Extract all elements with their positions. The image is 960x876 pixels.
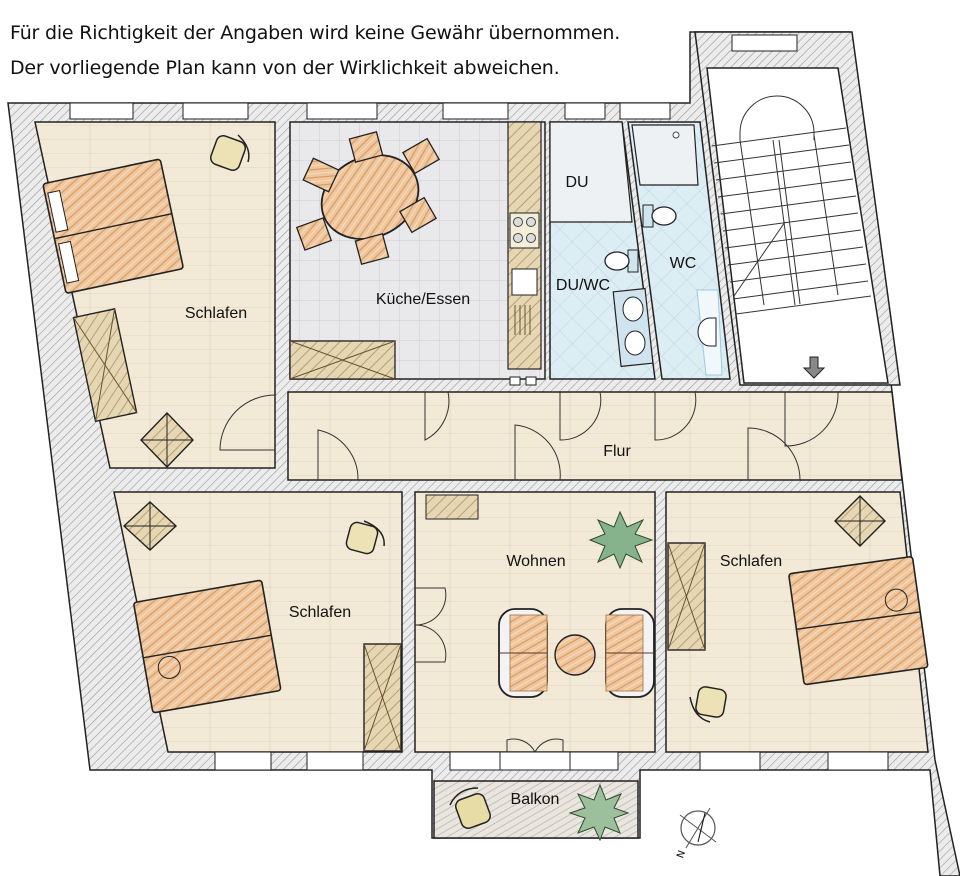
windows bbox=[69, 34, 889, 771]
nightstand-icon bbox=[834, 495, 886, 547]
sink-icon bbox=[511, 268, 538, 335]
nightstand-icon bbox=[140, 411, 194, 469]
room-bedroom-sw: Schlafen bbox=[113, 491, 403, 753]
chair-icon bbox=[302, 157, 340, 193]
room-hallway: Flur bbox=[287, 391, 903, 481]
room-label-bedroom-sw: Schlafen bbox=[289, 604, 351, 621]
room-bath: DU DU/WC bbox=[549, 121, 656, 380]
room-bedroom-se: Schlafen bbox=[665, 491, 929, 753]
room-label-bath: DU/WC bbox=[556, 277, 610, 294]
room-label-bedroom-nw: Schlafen bbox=[185, 305, 247, 322]
toilet-icon bbox=[604, 249, 639, 273]
toilet-icon bbox=[642, 204, 677, 228]
chair-icon bbox=[398, 196, 438, 234]
nightstand-icon bbox=[122, 501, 178, 551]
room-label-kitchen: Küche/Essen bbox=[376, 291, 470, 308]
wardrobe-icon bbox=[363, 643, 402, 752]
chair-icon bbox=[449, 787, 492, 830]
stairwell bbox=[706, 67, 889, 384]
chair-icon bbox=[345, 520, 385, 555]
plant-icon bbox=[588, 510, 654, 570]
dining-table-icon bbox=[320, 154, 420, 240]
sofa-icon bbox=[498, 608, 548, 698]
room-label-balcony: Balkon bbox=[511, 791, 560, 808]
plant-icon bbox=[568, 783, 630, 842]
hallway-doors bbox=[317, 391, 839, 481]
room-label-wc: WC bbox=[670, 255, 697, 272]
room-label-hallway: Flur bbox=[603, 443, 631, 460]
sofa-icon bbox=[605, 608, 655, 698]
room-label-shower: DU bbox=[565, 174, 588, 191]
coffee-table-icon bbox=[554, 634, 596, 676]
double-bed-icon bbox=[788, 556, 929, 686]
disclaimer-line-2: Der vorliegende Plan kann von der Wirkli… bbox=[10, 57, 560, 79]
room-wc: WC bbox=[627, 121, 731, 380]
room-label-living: Wohnen bbox=[506, 553, 565, 570]
chair-icon bbox=[348, 130, 384, 164]
chair-icon bbox=[295, 217, 333, 251]
disclaimer-line-1: Für die Richtigkeit der Angaben wird kei… bbox=[10, 22, 621, 44]
compass-north-label: N bbox=[675, 849, 688, 860]
dining-chairs bbox=[295, 130, 441, 266]
wardrobe-icon bbox=[72, 308, 138, 423]
armchair-icon bbox=[425, 494, 479, 520]
shower-tray-icon bbox=[549, 121, 633, 223]
double-bed-icon bbox=[133, 579, 282, 714]
room-kitchen: Küche/Essen bbox=[289, 121, 546, 386]
balcony: Balkon bbox=[433, 780, 639, 842]
double-washbasin-icon bbox=[612, 287, 654, 368]
washbasin-icon bbox=[696, 289, 723, 376]
room-living: Wohnen bbox=[414, 491, 656, 754]
chair-icon bbox=[401, 137, 441, 175]
double-bed-icon bbox=[42, 158, 184, 294]
compass-icon: N bbox=[675, 807, 717, 860]
chair-icon bbox=[689, 686, 727, 723]
stair-steps bbox=[711, 127, 872, 315]
stove-icon bbox=[509, 212, 540, 249]
chair-icon bbox=[354, 232, 390, 266]
room-bedroom-nw: Schlafen bbox=[34, 121, 276, 469]
sideboard-icon bbox=[289, 340, 396, 380]
room-label-bedroom-se: Schlafen bbox=[720, 553, 782, 570]
wardrobe-icon bbox=[667, 542, 706, 651]
shower-tray-icon bbox=[631, 124, 699, 186]
entrance-arrow-icon bbox=[802, 356, 826, 379]
chair-icon bbox=[209, 134, 250, 172]
